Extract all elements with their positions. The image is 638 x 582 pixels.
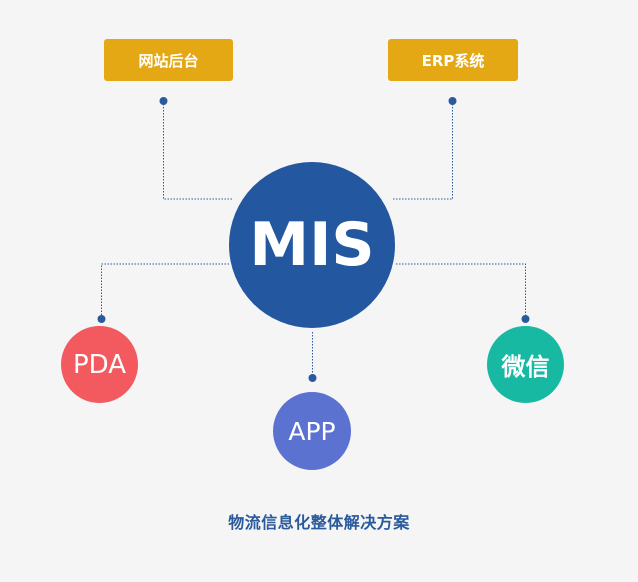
pda-label: PDA (72, 349, 127, 380)
pda-circle: PDA (61, 326, 138, 403)
connector-dot-web-backend (159, 97, 168, 105)
wechat-circle: 微信 (487, 326, 564, 403)
connector-wechat (396, 263, 526, 319)
diagram-caption: 物流信息化整体解决方案 (228, 513, 410, 532)
connector-erp (392, 101, 453, 200)
connector-web-backend (163, 101, 232, 200)
wechat-label: 微信 (501, 353, 550, 381)
erp-box: ERP系统 (388, 39, 518, 81)
erp-label: ERP系统 (421, 51, 485, 70)
connector-dot-app (308, 374, 317, 382)
connector-dot-wechat (521, 315, 530, 323)
mis-circle: MIS (229, 162, 395, 328)
app-label: APP (288, 416, 336, 446)
connector-dot-pda (97, 315, 106, 323)
connector-pda (101, 263, 229, 319)
web-backend-label: 网站后台 (138, 51, 199, 70)
connector-dot-erp (448, 97, 457, 105)
mis-label: MIS (249, 210, 375, 280)
app-circle: APP (273, 392, 351, 470)
web-backend-box: 网站后台 (104, 39, 233, 81)
